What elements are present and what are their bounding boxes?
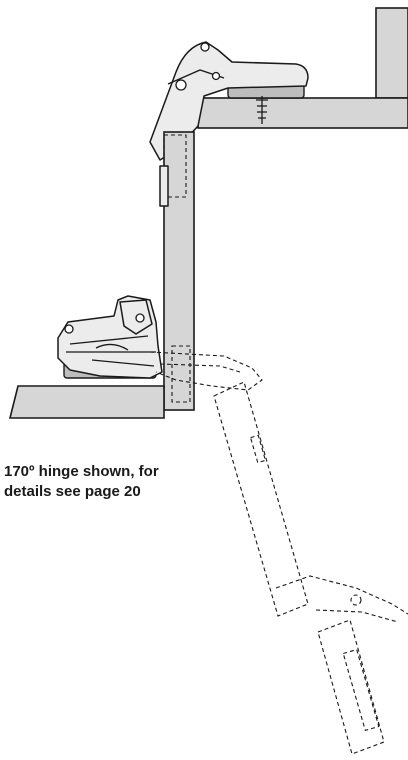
upper-hinge-pivot-3 [211, 71, 221, 81]
lower-hinge-cup [171, 345, 191, 403]
caption-line-1: 170º hinge shown, for [4, 463, 159, 480]
door-open-lower-detail [342, 648, 380, 732]
hinge-arm-open [149, 351, 263, 391]
door-panel [163, 131, 195, 411]
upper-side-panel [375, 7, 408, 99]
open-hinge-pivot [350, 594, 362, 606]
upper-hinge-pivot-2 [200, 42, 210, 52]
door-open-lower [317, 619, 385, 755]
lower-hinge-pivot-1 [64, 324, 74, 334]
lower-hinge-pivot-2 [135, 313, 145, 323]
lower-shelf-panel [8, 385, 165, 419]
lower-hinge [57, 295, 163, 379]
upper-hinge-arm [149, 41, 309, 161]
upper-cabinet [197, 7, 408, 129]
upper-hinge-pivot-1 [175, 79, 187, 91]
lower-hinge-links [66, 335, 156, 367]
upper-screw [256, 96, 268, 124]
door-open-handle [249, 434, 267, 464]
upper-door-bracket [159, 165, 169, 207]
closed-door [159, 131, 195, 411]
door-open-upper [213, 381, 309, 617]
caption-line-2: details see page 20 [4, 483, 141, 500]
upper-top-panel [197, 97, 408, 129]
upper-hinge [149, 41, 309, 161]
hinge-arm-open-lower [275, 575, 408, 623]
open-door-outline [149, 351, 408, 755]
hinge-arm-open-inner [159, 363, 241, 373]
caption: 170º hinge shown, for details see page 2… [4, 462, 234, 502]
